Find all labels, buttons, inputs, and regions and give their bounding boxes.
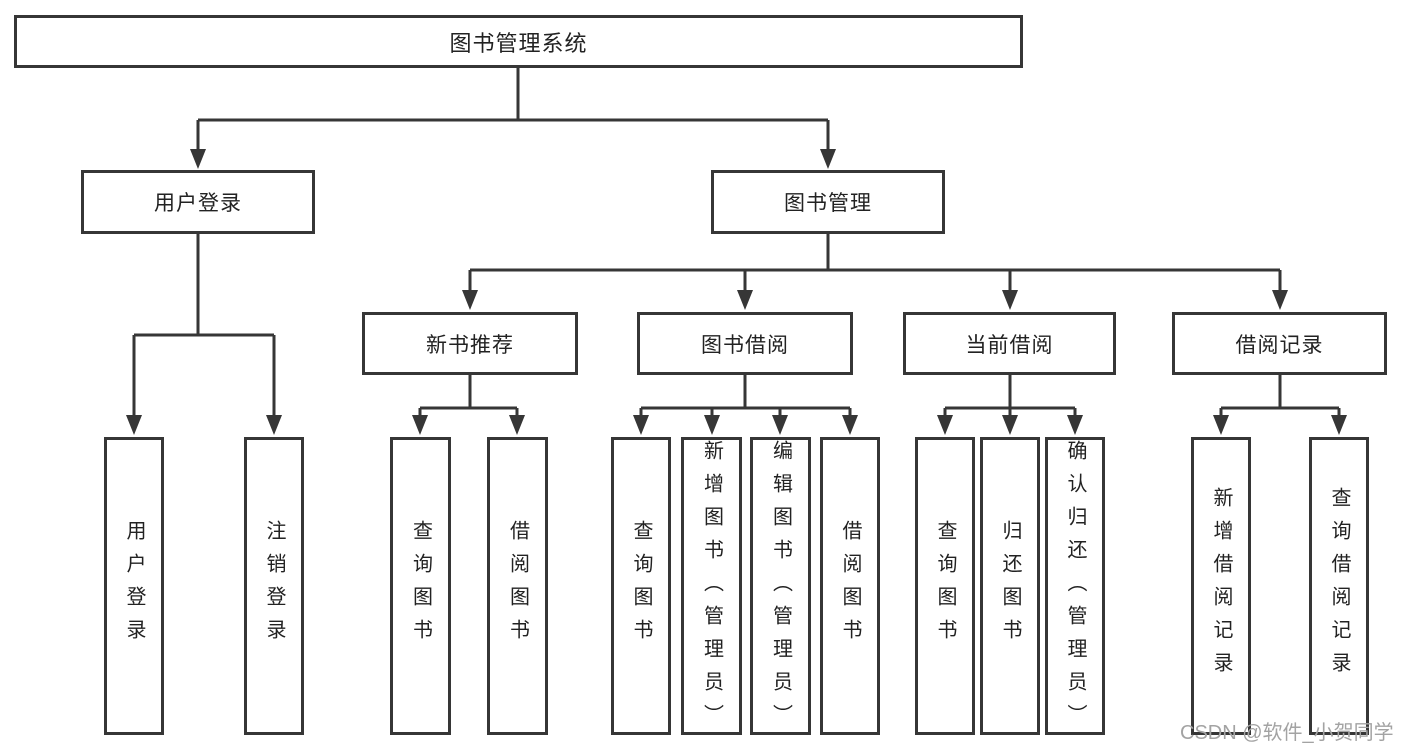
leaf-user-login: 用户登录 <box>104 437 164 735</box>
leaf-add-borrow-record: 新增借阅记录 <box>1191 437 1251 735</box>
leaf-logout: 注销登录 <box>244 437 304 735</box>
arrowheads <box>126 149 1347 435</box>
csdn-watermark: CSDN @软件_小贺同学 <box>1180 722 1394 744</box>
node-borrow-records: 借阅记录 <box>1172 312 1387 375</box>
leaf-query-books-recommend: 查询图书 <box>390 437 451 735</box>
leaf-query-books-borrow: 查询图书 <box>611 437 671 735</box>
leaf-query-borrow-record: 查询借阅记录 <box>1309 437 1369 735</box>
node-new-book-recommend: 新书推荐 <box>362 312 578 375</box>
node-book-borrow: 图书借阅 <box>637 312 853 375</box>
node-user-login: 用户登录 <box>81 170 315 234</box>
node-current-borrow: 当前借阅 <box>903 312 1116 375</box>
leaf-query-books-current: 查询图书 <box>915 437 975 735</box>
node-library-management-system: 图书管理系统 <box>14 15 1023 68</box>
leaf-borrow-books: 借阅图书 <box>820 437 880 735</box>
leaf-confirm-return-admin: 确认归还（管理员） <box>1045 437 1105 737</box>
leaf-add-books-admin: 新增图书（管理员） <box>681 437 742 737</box>
leaf-edit-books-admin: 编辑图书（管理员） <box>750 437 811 737</box>
leaf-return-books: 归还图书 <box>980 437 1040 735</box>
node-book-management: 图书管理 <box>711 170 945 234</box>
leaf-borrow-books-recommend: 借阅图书 <box>487 437 548 735</box>
